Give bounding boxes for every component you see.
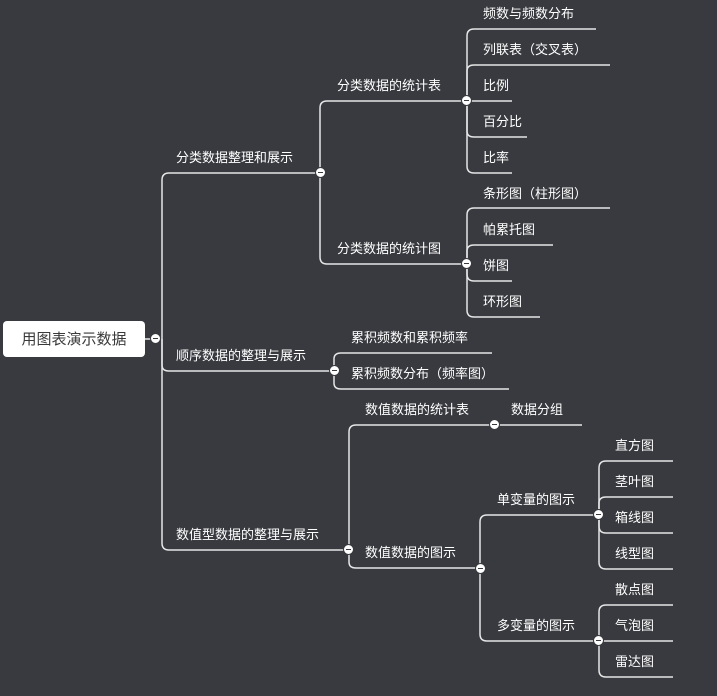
- collapse-icon[interactable]: [593, 635, 604, 646]
- leaf-node[interactable]: 数据分组: [511, 403, 564, 418]
- leaf-node[interactable]: 散点图: [615, 583, 655, 598]
- collapse-icon[interactable]: [461, 95, 472, 106]
- leaf-node[interactable]: 比率: [483, 151, 510, 166]
- leaf-node[interactable]: 茎叶图: [615, 475, 655, 490]
- leaf-node[interactable]: 气泡图: [615, 619, 655, 634]
- node-categorical-table[interactable]: 分类数据的统计表: [337, 79, 442, 94]
- collapse-icon[interactable]: [315, 167, 326, 178]
- leaf-node[interactable]: 频数与频数分布: [483, 7, 575, 22]
- node-numeric-chart[interactable]: 数值数据的图示: [365, 546, 457, 561]
- leaf-node[interactable]: 累积频数分布（频率图）: [351, 367, 495, 382]
- collapse-icon[interactable]: [150, 333, 161, 344]
- collapse-icon[interactable]: [475, 563, 486, 574]
- leaf-node[interactable]: 线型图: [615, 547, 655, 562]
- collapse-icon[interactable]: [461, 258, 472, 269]
- node-univariate-chart[interactable]: 单变量的图示: [497, 493, 576, 508]
- leaf-node[interactable]: 帕累托图: [483, 223, 536, 238]
- leaf-node[interactable]: 环形图: [483, 295, 523, 310]
- node-numeric-table[interactable]: 数值数据的统计表: [365, 403, 470, 418]
- leaf-node[interactable]: 比例: [483, 79, 510, 94]
- branch-ordinal[interactable]: 顺序数据的整理与展示: [176, 349, 307, 364]
- leaf-node[interactable]: 饼图: [483, 259, 510, 274]
- node-categorical-chart[interactable]: 分类数据的统计图: [337, 242, 442, 257]
- collapse-icon[interactable]: [489, 419, 500, 430]
- collapse-icon[interactable]: [329, 365, 340, 376]
- leaf-node[interactable]: 直方图: [615, 439, 655, 454]
- leaf-node[interactable]: 条形图（柱形图）: [483, 187, 588, 202]
- collapse-icon[interactable]: [593, 509, 604, 520]
- leaf-node[interactable]: 箱线图: [615, 511, 655, 526]
- root-node[interactable]: 用图表演示数据: [3, 321, 145, 357]
- leaf-node[interactable]: 雷达图: [615, 655, 655, 670]
- leaf-node[interactable]: 百分比: [483, 115, 523, 130]
- branch-numeric[interactable]: 数值型数据的整理与展示: [176, 528, 320, 543]
- node-multivariate-chart[interactable]: 多变量的图示: [497, 619, 576, 634]
- collapse-icon[interactable]: [343, 544, 354, 555]
- branch-categorical[interactable]: 分类数据整理和展示: [176, 151, 294, 166]
- leaf-node[interactable]: 累积频数和累积频率: [351, 331, 469, 346]
- leaf-node[interactable]: 列联表（交叉表）: [483, 43, 588, 58]
